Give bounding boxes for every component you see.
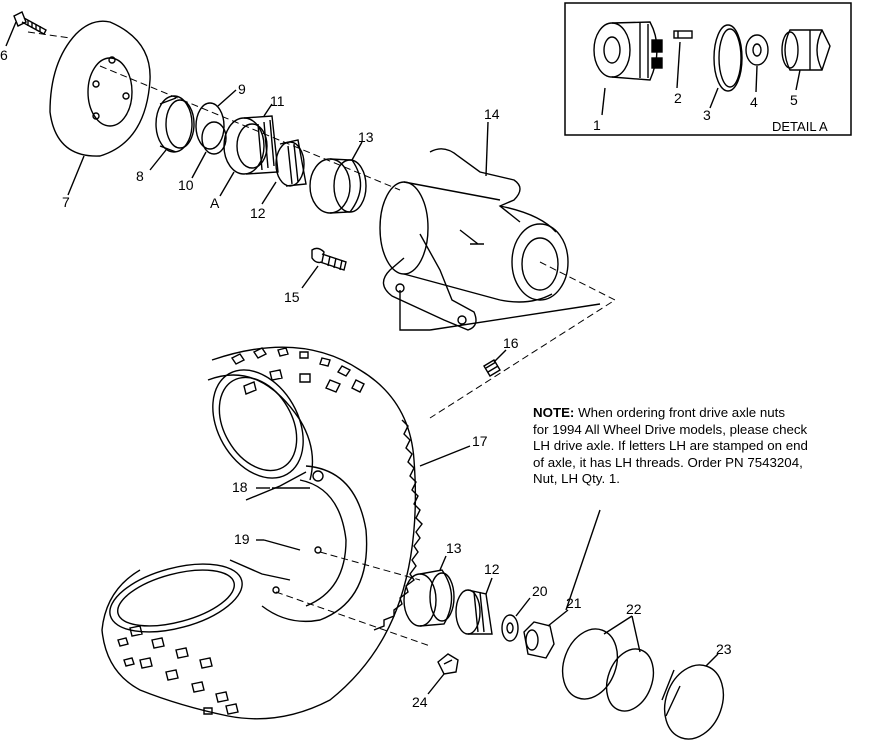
label-4: 4 bbox=[750, 94, 758, 110]
part-6-screw bbox=[5, 11, 47, 47]
label-24: 24 bbox=[412, 694, 428, 710]
label-20: 20 bbox=[532, 583, 548, 599]
label-13-lower: 13 bbox=[446, 540, 462, 556]
note-line-1-text: When ordering front drive axle nuts bbox=[574, 405, 786, 420]
label-9: 9 bbox=[238, 81, 246, 97]
label-12-lower: 12 bbox=[484, 561, 500, 577]
part-11-hub bbox=[219, 103, 279, 197]
detail-a-box: 1 2 3 4 5 DETAIL A bbox=[564, 2, 852, 136]
label-3: 3 bbox=[703, 107, 711, 123]
part-20-washer bbox=[501, 597, 531, 642]
label-16: 16 bbox=[503, 335, 519, 351]
part-8-seal bbox=[149, 95, 195, 171]
part-14-hub-housing bbox=[379, 121, 601, 331]
label-13-upper: 13 bbox=[358, 129, 374, 145]
label-22: 22 bbox=[626, 601, 642, 617]
part-21-nut bbox=[523, 509, 601, 659]
detail-part-4-washer bbox=[745, 34, 769, 66]
label-11: 11 bbox=[270, 93, 285, 109]
label-23: 23 bbox=[716, 641, 732, 657]
note-text-block: NOTE: When ordering front drive axle nut… bbox=[533, 405, 879, 488]
part-23-cap bbox=[661, 653, 725, 740]
label-8: 8 bbox=[136, 168, 144, 184]
label-12-upper: 12 bbox=[250, 205, 266, 221]
part-13-upper-race bbox=[309, 141, 367, 214]
label-18: 18 bbox=[232, 479, 248, 495]
part-17-tire bbox=[101, 346, 471, 720]
label-14: 14 bbox=[484, 106, 500, 122]
note-line-5: Nut, LH Qty. 1. bbox=[533, 471, 620, 486]
note-line-4: of axle, it has LH threads. Order PN 754… bbox=[533, 454, 803, 470]
label-A: A bbox=[210, 195, 220, 211]
part-12-lower-bearing bbox=[455, 577, 493, 635]
part-12-upper-bearing bbox=[261, 139, 307, 205]
detail-part-3-ring bbox=[713, 24, 743, 92]
detail-part-2-pin bbox=[673, 30, 693, 39]
part-16-setscrew bbox=[483, 349, 507, 377]
note-heading: NOTE: bbox=[533, 405, 575, 420]
detail-a-label: DETAIL A bbox=[772, 119, 828, 134]
note-line-3: LH drive axle. If letters LH are stamped… bbox=[533, 438, 808, 453]
detail-part-5-nut bbox=[781, 29, 831, 71]
part-22-rings bbox=[561, 615, 655, 712]
part-13-lower-race bbox=[403, 555, 455, 627]
label-10: 10 bbox=[178, 177, 194, 193]
label-6: 6 bbox=[0, 47, 8, 63]
label-19: 19 bbox=[234, 531, 250, 547]
note-line-1: NOTE: When ordering front drive axle nut… bbox=[533, 405, 879, 422]
label-1: 1 bbox=[593, 117, 601, 133]
label-21: 21 bbox=[566, 595, 582, 611]
label-5: 5 bbox=[790, 92, 798, 108]
part-24-valve bbox=[427, 653, 459, 695]
detail-part-1-collar bbox=[593, 21, 663, 81]
label-15: 15 bbox=[284, 289, 300, 305]
part-10-washer bbox=[201, 121, 227, 155]
note-line-2: for 1994 All Wheel Drive models, please … bbox=[533, 421, 808, 437]
part-7-brake-disc bbox=[49, 20, 151, 196]
label-7: 7 bbox=[62, 194, 70, 210]
part-9-ring bbox=[195, 102, 225, 150]
wheel-rim bbox=[229, 465, 368, 623]
part-15-bolt bbox=[301, 247, 347, 289]
label-2: 2 bbox=[674, 90, 682, 106]
label-17: 17 bbox=[472, 433, 488, 449]
